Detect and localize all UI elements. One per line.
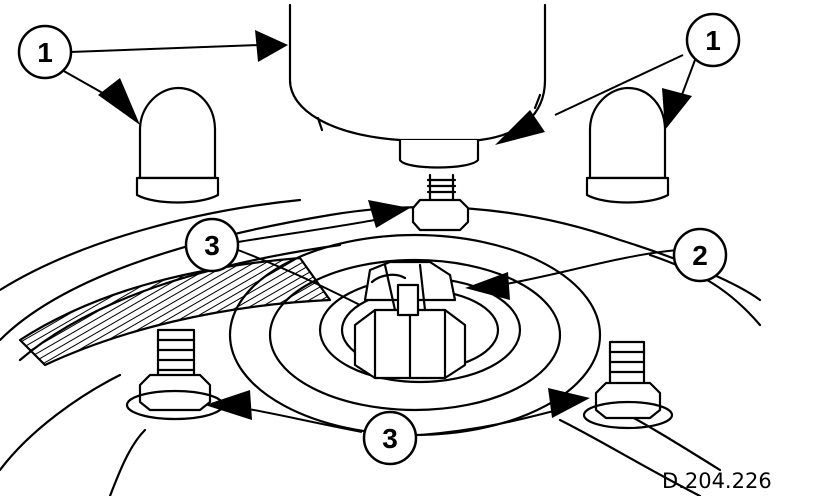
- hatched-section: [18, 256, 332, 367]
- callout-1-left: 1: [17, 24, 73, 80]
- arrow-1b: [98, 78, 140, 125]
- callout-1-right: 1: [685, 12, 741, 68]
- arrow-1a: [255, 30, 288, 62]
- arrow-1c: [495, 110, 545, 145]
- arrow-3c: [548, 388, 590, 418]
- reference-code: D.204.226: [662, 469, 772, 493]
- svg-text:1: 1: [37, 37, 53, 68]
- arrow-3b: [205, 390, 252, 420]
- callout-2: 2: [672, 227, 728, 283]
- svg-text:2: 2: [692, 240, 708, 271]
- svg-text:3: 3: [382, 423, 398, 454]
- center-clip: [363, 260, 457, 317]
- callout-3-top: 3: [184, 217, 240, 273]
- arrow-2: [465, 272, 510, 300]
- arrow-3a: [368, 200, 410, 228]
- arrowheads: [98, 30, 692, 420]
- shaft-top-nut: [411, 173, 470, 232]
- protective-cap-right: [585, 86, 670, 204]
- strut-body: [288, 3, 547, 169]
- stud-right: [582, 340, 674, 430]
- svg-text:3: 3: [204, 230, 220, 261]
- protective-cap-left: [135, 86, 220, 204]
- arrow-1d: [662, 88, 692, 130]
- center-nut: [353, 308, 467, 380]
- svg-text:1: 1: [705, 25, 721, 56]
- stud-left: [125, 328, 225, 421]
- callout-3-bottom: 3: [362, 410, 418, 466]
